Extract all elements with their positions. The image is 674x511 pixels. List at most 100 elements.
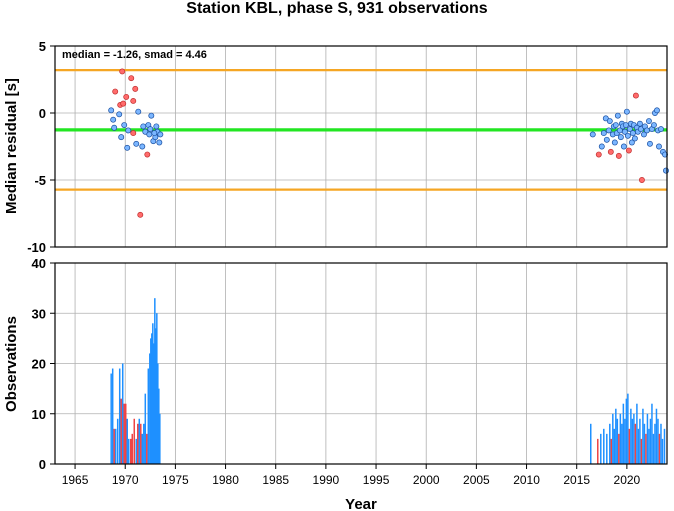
residual-point	[637, 126, 644, 133]
residual-point	[116, 111, 123, 118]
x-tick-label: 1985	[262, 473, 289, 487]
observation-bar	[616, 418, 619, 464]
observation-bar	[156, 313, 158, 464]
residual-point	[643, 127, 650, 134]
residual-point	[151, 130, 158, 137]
observation-bar	[625, 398, 628, 464]
y-tick-label: 30	[32, 306, 46, 321]
residual-frame	[54, 45, 668, 248]
observation-bar	[612, 413, 614, 464]
observations-y-label: Observations	[3, 316, 20, 412]
observation-bar	[114, 428, 117, 464]
observation-bar	[159, 413, 161, 464]
x-tick-label: 1980	[212, 473, 239, 487]
residual-point	[589, 131, 596, 138]
observation-bar	[627, 393, 629, 464]
residual-point	[147, 126, 154, 133]
observation-bar	[619, 413, 622, 464]
stats-annotation: median = -1.26, smad = 4.46	[62, 49, 207, 61]
observation-bar	[146, 433, 148, 464]
observation-bar	[642, 408, 644, 464]
observation-bar	[622, 403, 625, 464]
observation-bar	[603, 428, 605, 464]
residual-panel: -10-505 median = -1.26, smad = 4.46 Medi…	[3, 39, 669, 255]
residual-point	[606, 118, 613, 124]
observation-bar	[624, 418, 626, 464]
residual-point	[142, 128, 149, 135]
chart-title: Station KBL, phase S, 931 observations	[186, 0, 488, 17]
residual-point	[663, 167, 669, 174]
observation-bar	[151, 333, 153, 464]
observation-bar	[636, 403, 638, 464]
residual-point	[602, 115, 609, 122]
observation-bar	[663, 428, 666, 464]
x-tick-label: 2005	[463, 473, 490, 487]
residual-point	[600, 130, 607, 137]
residual-point	[640, 131, 647, 138]
observation-bar	[609, 423, 611, 464]
observation-bar	[116, 418, 119, 464]
residual-point	[629, 130, 636, 137]
observation-bar	[131, 433, 134, 464]
residual-point	[620, 143, 627, 150]
observation-bar	[600, 433, 602, 464]
x-tick-label: 2010	[513, 473, 540, 487]
observation-bar	[133, 418, 136, 464]
residual-point	[624, 132, 631, 139]
residual-point	[611, 139, 618, 146]
observation-bar	[158, 388, 160, 464]
residual-point	[135, 108, 142, 115]
residual-point	[628, 139, 635, 146]
residual-point	[130, 97, 137, 104]
observation-bar	[590, 423, 592, 464]
y-tick-label: 10	[32, 407, 46, 422]
residual-point	[598, 143, 605, 150]
observation-bar	[643, 423, 646, 464]
residual-point	[636, 120, 643, 127]
observation-bar	[654, 423, 656, 464]
observation-bar	[657, 418, 659, 464]
residual-point	[148, 112, 155, 119]
y-tick-label: -5	[34, 173, 46, 188]
residual-point	[112, 88, 119, 95]
observation-bar	[633, 413, 635, 464]
y-tick-label: 40	[32, 256, 46, 271]
observation-bar	[655, 408, 658, 464]
residual-point	[121, 122, 128, 129]
residual-y-label: Median residual [s]	[3, 78, 20, 214]
residual-point	[654, 107, 660, 114]
residual-point	[137, 211, 144, 218]
residual-point	[128, 75, 135, 82]
observation-bar	[646, 413, 649, 464]
residual-point	[623, 108, 630, 115]
y-tick-label: 20	[32, 357, 46, 372]
residual-point	[125, 127, 132, 134]
residual-point	[153, 123, 160, 130]
observation-bar	[645, 433, 647, 464]
residual-point	[139, 143, 146, 150]
observation-bar	[661, 438, 664, 464]
observation-bar	[154, 298, 156, 464]
residual-point	[615, 152, 622, 159]
observation-bar	[630, 408, 632, 464]
observation-bar	[141, 433, 144, 464]
observation-bar	[618, 433, 620, 464]
observation-bar	[634, 423, 637, 464]
observation-bar	[135, 438, 138, 464]
residual-point	[638, 177, 645, 183]
residual-point	[124, 144, 131, 151]
residual-point	[110, 116, 117, 123]
residual-point	[108, 107, 115, 114]
x-axis-label: Year	[345, 496, 377, 511]
residual-point	[656, 143, 662, 150]
x-tick-label: 2015	[563, 473, 590, 487]
residual-point	[120, 100, 127, 107]
observation-bar	[123, 403, 125, 464]
observation-bar	[613, 428, 616, 464]
residual-point	[119, 68, 126, 75]
observation-bar	[143, 423, 145, 464]
residual-points	[108, 68, 669, 218]
